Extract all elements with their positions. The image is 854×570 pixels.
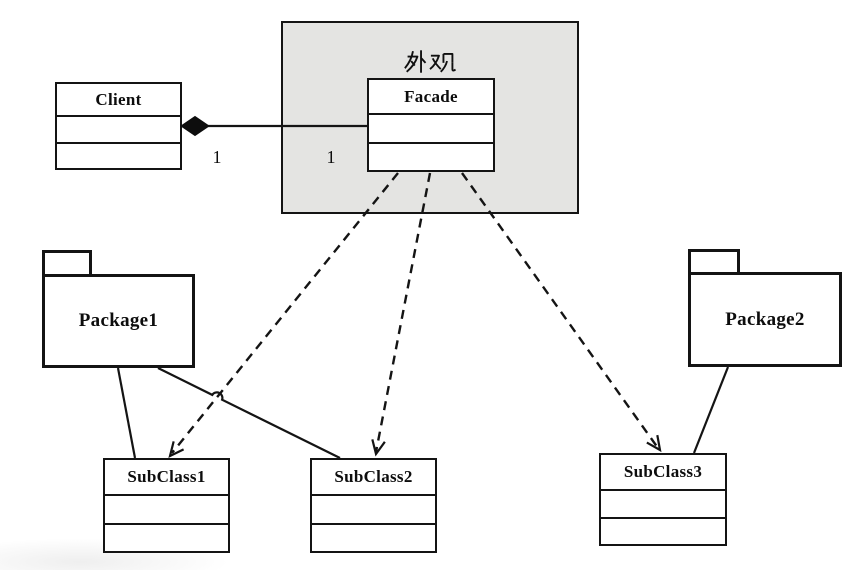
- dependency-arrowhead-subclass1: [168, 441, 185, 459]
- class-name-subclass2: SubClass2: [334, 467, 413, 486]
- package-box-package2: Package2: [688, 272, 842, 367]
- composition-diamond: [180, 115, 210, 137]
- attributes-compartment: [57, 115, 180, 142]
- class-name-subclass3: SubClass3: [623, 462, 703, 481]
- dependency-line-facade-subclass1: [171, 172, 399, 454]
- class-name-client: Client: [95, 89, 142, 109]
- package1-tab: [42, 250, 92, 277]
- operations-compartment: [369, 141, 493, 171]
- operations-compartment: [105, 522, 228, 552]
- class-name-subclass1: SubClass1: [127, 467, 206, 486]
- attributes-compartment: [369, 113, 493, 142]
- multiplicity-facade-end: 1: [326, 147, 336, 167]
- region-title: 外观: [404, 49, 456, 74]
- operations-compartment: [312, 522, 435, 552]
- region-title-text: 外观: [404, 49, 405, 50]
- containment-line-package1-subclass1: [116, 367, 137, 459]
- operations-compartment: [601, 516, 725, 545]
- dependency-line-facade-subclass3: [461, 172, 659, 449]
- package-name-package2: Package2: [725, 308, 805, 330]
- class-box-subclass1: SubClass1: [103, 458, 230, 553]
- multiplicity-client-end: 1: [212, 147, 222, 167]
- containment-line-package2-subclass3: [692, 366, 730, 454]
- containment-line-package1-subclass2: [157, 367, 341, 459]
- attributes-compartment: [105, 494, 228, 523]
- operations-compartment: [57, 141, 180, 169]
- dependency-arrowhead-subclass3: [646, 434, 662, 453]
- class-name-facade: Facade: [404, 86, 458, 106]
- class-box-subclass3: SubClass3: [599, 453, 727, 546]
- package-name-package1: Package1: [78, 310, 159, 331]
- class-box-subclass2: SubClass2: [310, 458, 437, 553]
- class-box-client: Client: [55, 82, 182, 170]
- attributes-compartment: [601, 489, 725, 517]
- region-title-glyphs: [404, 50, 456, 73]
- class-box-facade: Facade: [367, 78, 495, 172]
- dependency-line-facade-subclass2: [374, 172, 432, 453]
- dependency-arrowhead-subclass2: [371, 439, 386, 457]
- package-box-package1: Package1: [42, 274, 195, 368]
- attributes-compartment: [312, 494, 435, 523]
